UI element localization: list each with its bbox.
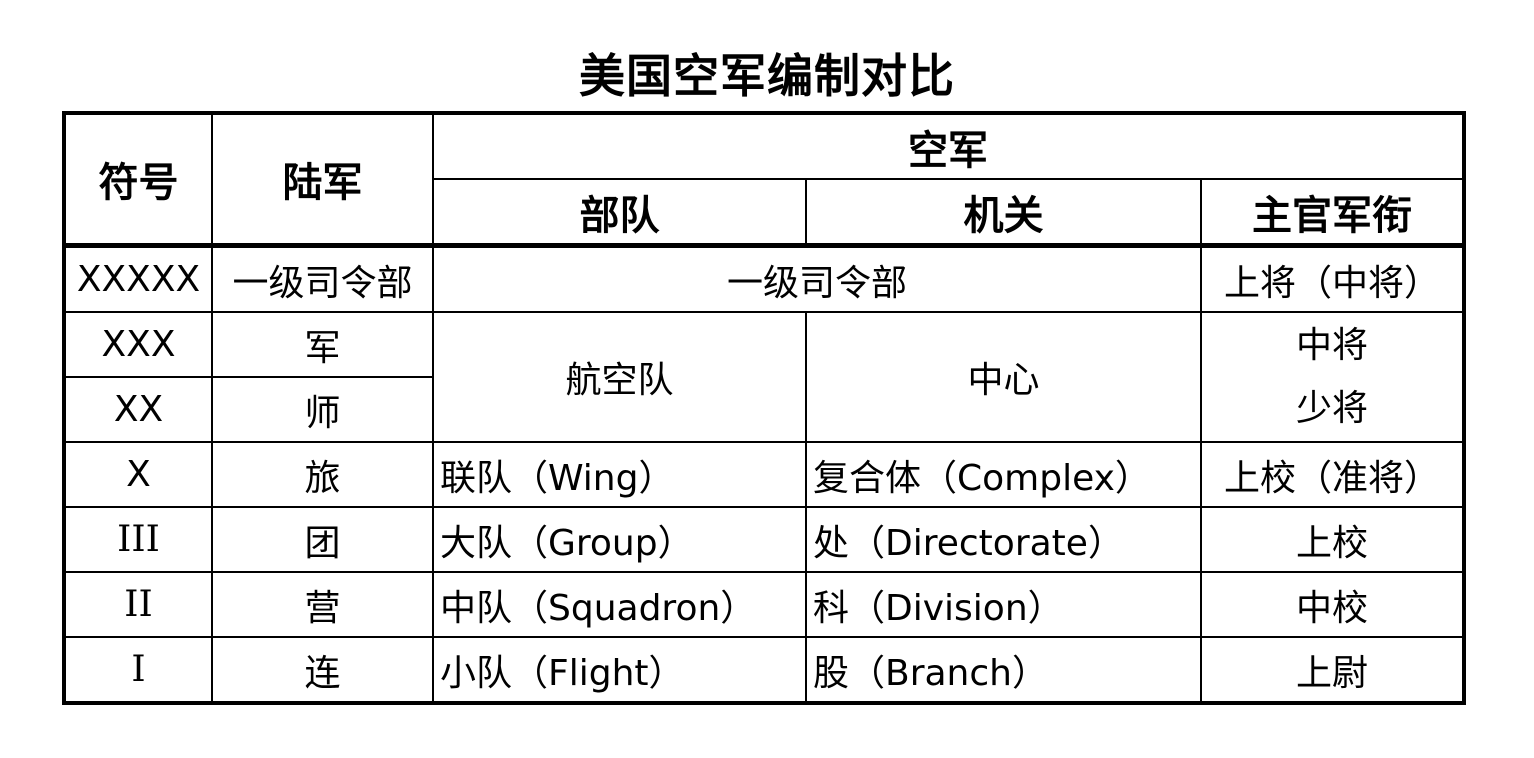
cell-agency: 复合体（Complex） xyxy=(805,441,1202,508)
cell-unit: 大队（Group） xyxy=(432,506,807,573)
cell-army: 团 xyxy=(211,506,434,573)
cell-army: 师 xyxy=(211,376,434,443)
cell-symbol: X xyxy=(63,441,213,508)
cell-army: 旅 xyxy=(211,441,434,508)
cell-unit: 中队（Squadron） xyxy=(432,571,807,638)
cell-rank: 少将 xyxy=(1296,388,1369,429)
header-symbol: 符号 xyxy=(63,112,213,248)
page-title: 美国空军编制对比 xyxy=(579,49,955,103)
header-army: 陆军 xyxy=(211,112,434,248)
cell-army: 一级司令部 xyxy=(211,244,434,313)
cell-agency: 科（Division） xyxy=(805,571,1202,638)
header-agencies: 机关 xyxy=(805,178,1202,248)
cell-rank: 中将 xyxy=(1296,325,1369,366)
table-row: III 团 大队（Group） 处（Directorate） 上校 xyxy=(63,506,1466,573)
table-row: XXXXX 一级司令部 一级司令部 上将（中将） xyxy=(63,244,1466,313)
cell-rank: 上校（准将） xyxy=(1199,441,1466,508)
cell-unit: 小队（Flight） xyxy=(432,636,807,704)
cell-symbol: XX xyxy=(63,376,213,443)
cell-agency: 股（Branch） xyxy=(805,636,1202,704)
header-air-force: 空军 xyxy=(431,112,1466,180)
cell-symbol: II xyxy=(63,571,213,638)
header-units: 部队 xyxy=(432,178,807,248)
cell-rank: 上尉 xyxy=(1199,636,1466,704)
cell-army: 营 xyxy=(211,571,434,638)
cell-symbol: XXXXX xyxy=(63,244,213,313)
cell-symbol: III xyxy=(63,506,213,573)
cell-army: 军 xyxy=(211,311,434,378)
cell-rank: 中校 xyxy=(1199,571,1466,638)
cell-symbol: XXX xyxy=(63,311,213,378)
cell-unit: 航空队 xyxy=(432,311,807,443)
cell-rank: 上将（中将） xyxy=(1199,244,1466,313)
cell-agency: 处（Directorate） xyxy=(805,506,1202,573)
table-row: II 营 中队（Squadron） 科（Division） 中校 xyxy=(63,571,1466,638)
cell-rank: 上校 xyxy=(1199,506,1466,573)
table-row: I 连 小队（Flight） 股（Branch） 上尉 xyxy=(63,636,1466,704)
table-row: X 旅 联队（Wing） 复合体（Complex） 上校（准将） xyxy=(63,441,1466,508)
cell-agency: 中心 xyxy=(805,311,1202,443)
comparison-table: 符号 陆军 空军 部队 机关 主官军衔 XXXXX 一级司令部 一级司令部 上将… xyxy=(62,111,1467,705)
cell-air-force-merged: 一级司令部 xyxy=(432,244,1202,313)
table-row: XXX 军 航空队 中心 中将 少将 xyxy=(63,311,1466,443)
cell-symbol: I xyxy=(63,636,213,704)
table-row: XX 师 xyxy=(63,376,1464,443)
header-commander-rank: 主官军衔 xyxy=(1199,178,1466,248)
cell-unit: 联队（Wing） xyxy=(432,441,807,508)
cell-army: 连 xyxy=(211,636,434,704)
cell-rank-stack: 中将 少将 xyxy=(1199,311,1466,443)
